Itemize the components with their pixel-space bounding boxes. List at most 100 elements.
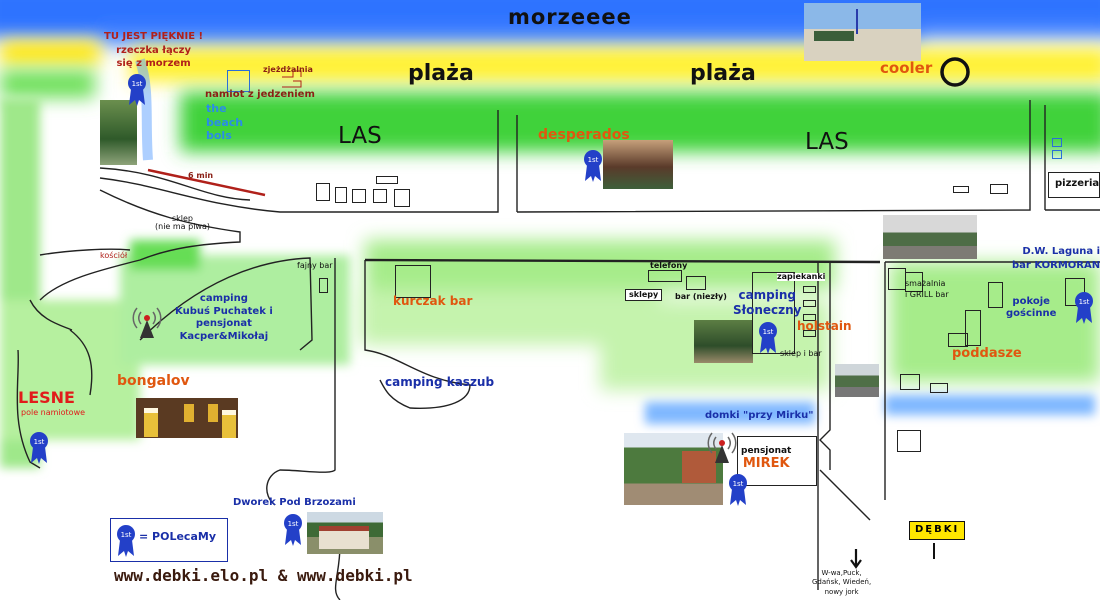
direction-line: nowy jork: [824, 587, 859, 596]
forest-label: LAS: [805, 129, 849, 155]
church-label: kościół: [100, 251, 128, 260]
beach-bols-line: the: [206, 102, 227, 115]
pretty-place-line: TU JEST PIĘKNIE !: [104, 31, 204, 42]
photo-desperados: [603, 140, 673, 189]
beach-sand-area: [0, 42, 1100, 82]
sea-label: morzeeee: [508, 5, 632, 29]
domki-label: domki "przy Mirku": [705, 410, 814, 421]
camping-kaszub-label: camping kaszub: [385, 375, 495, 389]
bongalov-label: bongalov: [117, 373, 190, 389]
lesne-line: LESNE: [18, 388, 75, 407]
building-box: [373, 189, 387, 203]
beach-bols-label: the beach bols: [206, 103, 243, 142]
building-box: [227, 70, 250, 92]
building-box: [803, 300, 816, 307]
building-box: [803, 286, 816, 293]
building-box: [395, 265, 431, 298]
building-box: [990, 184, 1008, 194]
beach-bols-line: beach: [206, 115, 244, 129]
building-box: [948, 333, 968, 347]
dworek-label: Dworek Pod Brzozami: [233, 497, 356, 508]
building-box: [376, 176, 398, 184]
kubus-line: Kubuś Puchatek i: [175, 305, 273, 317]
kurczak-bar-label: kurczak bar: [393, 294, 473, 308]
direction-line: W-wa,Puck,: [821, 569, 862, 577]
pretty-place-note: TU JEST PIĘKNIE ! rzeczka łączy się z mo…: [104, 31, 204, 70]
shop-line: (nie ma piwa): [155, 222, 210, 232]
building-box: [803, 330, 816, 337]
zapiekanki-label: zapiekanki: [777, 272, 826, 282]
building-box: [648, 270, 682, 282]
down-arrow-icon: [850, 549, 862, 569]
footer-links[interactable]: www.debki.elo.pl & www.debki.pl: [114, 566, 413, 585]
fajny-bar-label: fajny bar: [297, 261, 333, 270]
building-box: [319, 278, 328, 293]
svg-text:1st: 1st: [288, 520, 299, 528]
recommended-badge-icon: 1st: [1075, 292, 1093, 324]
photo-mirek: [624, 433, 723, 505]
laguna-line: D.W. Laguna i: [1022, 246, 1100, 257]
smazalnia-label: smażalnia i GRILL bar: [905, 279, 949, 300]
smazalnia-line: i GRILL bar: [905, 290, 949, 300]
camping-sloneczny-label: camping Słoneczny: [733, 289, 801, 316]
building-box: [965, 310, 981, 346]
building-box: [335, 187, 347, 203]
beach-bols-line: bols: [206, 129, 232, 143]
svg-text:1st: 1st: [763, 328, 774, 336]
recommended-badge-icon: 1st: [584, 150, 602, 182]
recommended-badge-icon: 1st: [284, 514, 302, 546]
desperados-label: desperados: [538, 127, 630, 143]
direction-label: W-wa,Puck, Gdańsk, Wiedeń, nowy jork: [812, 569, 872, 596]
building-box: [900, 374, 920, 390]
shops-label: sklepy: [625, 289, 663, 302]
building-box: [953, 186, 969, 193]
recommended-badge-icon: 1st: [128, 74, 146, 106]
building-box: [1052, 150, 1062, 159]
laguna-label: D.W. Laguna i bar KORMORAN: [1012, 246, 1100, 271]
camping-sloneczny-line: Słoneczny: [733, 302, 802, 317]
direction-line: Gdańsk, Wiedeń,: [812, 578, 872, 587]
building-box: [1065, 278, 1085, 306]
photo-sklep-bar: [835, 364, 879, 397]
lesne-label: LESNE pole namiotowe: [18, 388, 86, 417]
poddasze-label: poddasze: [952, 346, 1022, 361]
recommended-badge-icon: 1st: [729, 474, 747, 506]
building-box: [988, 282, 1003, 308]
recommended-badge-icon: 1st: [30, 432, 48, 464]
kubus-line: pensjonat: [195, 318, 252, 329]
pokoje-label: pokoje gościnne: [1006, 296, 1057, 319]
walking-path: [147, 168, 266, 197]
photo-street: [883, 215, 977, 259]
smazalnia-line: smażalnia: [905, 279, 946, 288]
building-box: [737, 436, 817, 486]
building-box: [352, 189, 366, 203]
forest-label: LAS: [338, 123, 382, 149]
beach-label: plaża: [408, 61, 474, 86]
pokoje-line: pokoje: [1012, 296, 1050, 307]
recommended-badge-icon: 1st: [117, 525, 135, 557]
kubus-line: Kacper&Mikołaj: [179, 330, 269, 342]
debki-sign: DĘBKI: [909, 521, 966, 540]
svg-text:1st: 1st: [34, 438, 45, 446]
slide-label: zjeżdżalnia: [263, 65, 313, 74]
building-box: [888, 268, 906, 290]
building-box: [1052, 138, 1062, 147]
phones-label: telefony: [650, 261, 688, 270]
debki-sign-post: [933, 543, 935, 559]
svg-text:1st: 1st: [1079, 298, 1090, 306]
river: [135, 58, 153, 161]
pretty-place-line: rzeczka łączy: [116, 44, 191, 56]
building-box: [316, 183, 330, 201]
svg-text:1st: 1st: [733, 480, 744, 488]
beach-label: plaża: [690, 61, 756, 86]
shop-line: sklep: [171, 214, 193, 223]
pokoje-line: gościnne: [1006, 307, 1057, 319]
svg-text:1st: 1st: [132, 80, 143, 88]
cooler-label: cooler: [880, 59, 933, 77]
building-box: [394, 189, 410, 207]
svg-text:1st: 1st: [588, 156, 599, 164]
lesne-line: pole namiotowe: [21, 407, 86, 417]
legend-text: = POLecaMy: [139, 530, 216, 543]
